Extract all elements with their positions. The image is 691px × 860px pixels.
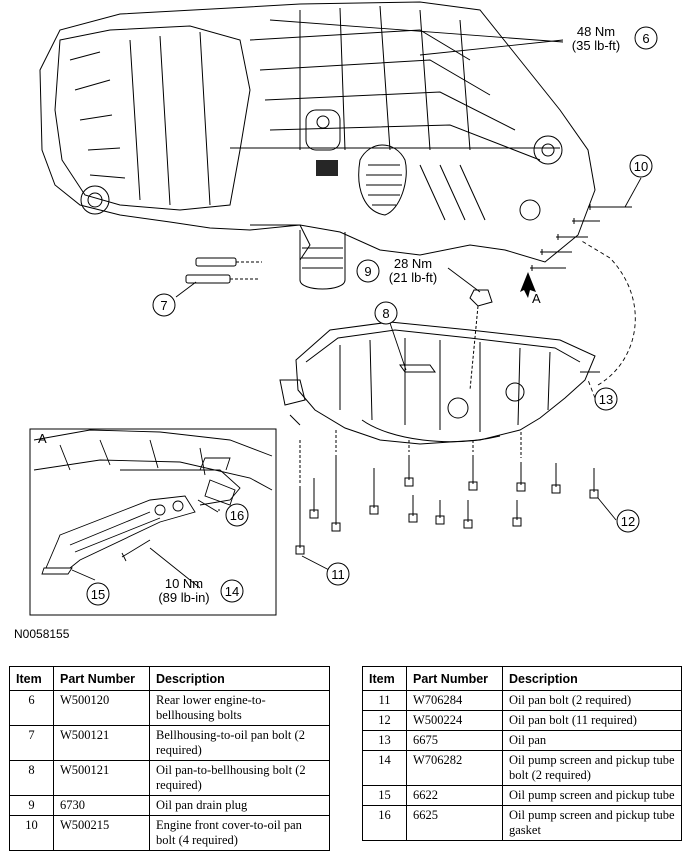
description-cell: Engine front cover-to-oil pan bolt (4 re… (149, 815, 330, 851)
drain-plug (469, 289, 493, 391)
description-cell: Oil pan drain plug (149, 795, 330, 816)
part-number-cell: 6625 (406, 805, 503, 841)
callout-14-torque-imperial: (89 lb-in) (158, 590, 209, 605)
callout-16-number: 16 (230, 508, 244, 523)
item-cell: 10 (9, 815, 54, 851)
item-cell: 16 (362, 805, 407, 841)
view-arrow (520, 272, 536, 298)
callout-15: 15 (86, 582, 110, 606)
table-header-row: Item Part Number Description (362, 666, 682, 691)
inset-label: A (38, 431, 47, 446)
description-cell: Oil pan bolt (2 required) (502, 690, 682, 711)
header-part-number: Part Number (53, 666, 150, 691)
part-number-cell: W500215 (53, 815, 150, 851)
callout-7: 7 (152, 293, 176, 317)
item-cell: 12 (362, 710, 407, 731)
description-cell: Oil pump screen and pickup tube gasket (502, 805, 682, 841)
item-cell: 8 (9, 760, 54, 796)
callout-9-torque: 28 Nm (394, 256, 432, 271)
item-cell: 15 (362, 785, 407, 806)
table-row: 16 6625 Oil pump screen and pickup tube … (362, 805, 682, 841)
table-row: 9 6730 Oil pan drain plug (9, 795, 330, 816)
callout-6-torque-imperial: (35 lb-ft) (572, 38, 620, 53)
item-cell: 11 (362, 690, 407, 711)
table-header-row: Item Part Number Description (9, 666, 330, 691)
table-row: 12 W500224 Oil pan bolt (11 required) (362, 710, 682, 731)
callout-15-number: 15 (91, 587, 105, 602)
callout-10-number: 10 (634, 159, 648, 174)
table-row: 10 W500215 Engine front cover-to-oil pan… (9, 815, 330, 851)
callout-9-number: 9 (364, 264, 371, 279)
table-row: 14 W706282 Oil pump screen and pickup tu… (362, 750, 682, 786)
item-cell: 14 (362, 750, 407, 786)
view-arrow-label: A (532, 291, 541, 306)
header-description: Description (149, 666, 330, 691)
description-cell: Oil pan (502, 730, 682, 751)
callout-10: 10 (629, 154, 653, 178)
part-number-cell: W706284 (406, 690, 503, 711)
description-cell: Oil pump screen and pickup tube bolt (2 … (502, 750, 682, 786)
callout-16: 16 (225, 503, 249, 527)
table-row: 6 W500120 Rear lower engine-to-bellhousi… (9, 690, 330, 726)
item-cell: 13 (362, 730, 407, 751)
part-number-cell: W500121 (53, 760, 150, 796)
callout-13-number: 13 (599, 392, 613, 407)
item-cell: 9 (9, 795, 54, 816)
callout-9-torque-imperial: (21 lb-ft) (389, 270, 437, 285)
part-number-cell: W706282 (406, 750, 503, 786)
table-row: 15 6622 Oil pump screen and pickup tube (362, 785, 682, 806)
part-number-cell: 6730 (53, 795, 150, 816)
header-item: Item (9, 666, 54, 691)
callout-12: 12 (616, 509, 640, 533)
item-cell: 7 (9, 725, 54, 761)
table-row: 7 W500121 Bellhousing-to-oil pan bolt (2… (9, 725, 330, 761)
part-number-cell: 6622 (406, 785, 503, 806)
header-part-number: Part Number (406, 666, 503, 691)
part-number-cell: 6675 (406, 730, 503, 751)
front-cover-bolts (530, 204, 632, 271)
oil-pan-bolts (295, 430, 599, 555)
callout-14-number: 14 (225, 584, 239, 599)
leader-lines (175, 19, 642, 573)
callout-6: 48 Nm (35 lb-ft) 6 (572, 24, 658, 53)
table-row: 11 W706284 Oil pan bolt (2 required) (362, 690, 682, 711)
table-row: 8 W500121 Oil pan-to-bellhousing bolt (2… (9, 760, 330, 796)
parts-table-right: Item Part Number Description 11 W706284 … (362, 666, 682, 841)
part-number-cell: W500224 (406, 710, 503, 731)
callout-7-number: 7 (160, 298, 167, 313)
callout-14: 10 Nm (89 lb-in) 14 (158, 576, 244, 605)
description-cell: Bellhousing-to-oil pan bolt (2 required) (149, 725, 330, 761)
callout-8-number: 8 (382, 306, 389, 321)
callout-11: 11 (326, 562, 350, 586)
callout-11-number: 11 (331, 567, 345, 582)
header-description: Description (502, 666, 682, 691)
description-cell: Oil pan-to-bellhousing bolt (2 required) (149, 760, 330, 796)
oil-pan (279, 321, 600, 445)
part-number-cell: W500120 (53, 690, 150, 726)
callout-12-number: 12 (621, 514, 635, 529)
description-cell: Oil pump screen and pickup tube (502, 785, 682, 806)
part-number-cell: W500121 (53, 725, 150, 761)
callout-14-torque: 10 Nm (165, 576, 203, 591)
description-cell: Oil pan bolt (11 required) (502, 710, 682, 731)
callout-8: 8 (374, 301, 398, 325)
callout-6-number: 6 (642, 31, 649, 46)
item-cell: 6 (9, 690, 54, 726)
callout-9: 9 28 Nm (21 lb-ft) (356, 256, 437, 285)
header-item: Item (362, 666, 407, 691)
parts-table-left: Item Part Number Description 6 W500120 R… (9, 666, 330, 851)
engine-transmission-assembly (39, 1, 596, 290)
exploded-view-diagram: A A 48 Nm (35 lb (29, 1, 658, 616)
figure-id: N0058155 (14, 627, 70, 641)
callout-6-torque: 48 Nm (577, 24, 615, 39)
table-row: 13 6675 Oil pan (362, 730, 682, 751)
description-cell: Rear lower engine-to-bellhousing bolts (149, 690, 330, 726)
bellhousing-bolts (185, 257, 262, 284)
callout-13: 13 (594, 387, 618, 411)
